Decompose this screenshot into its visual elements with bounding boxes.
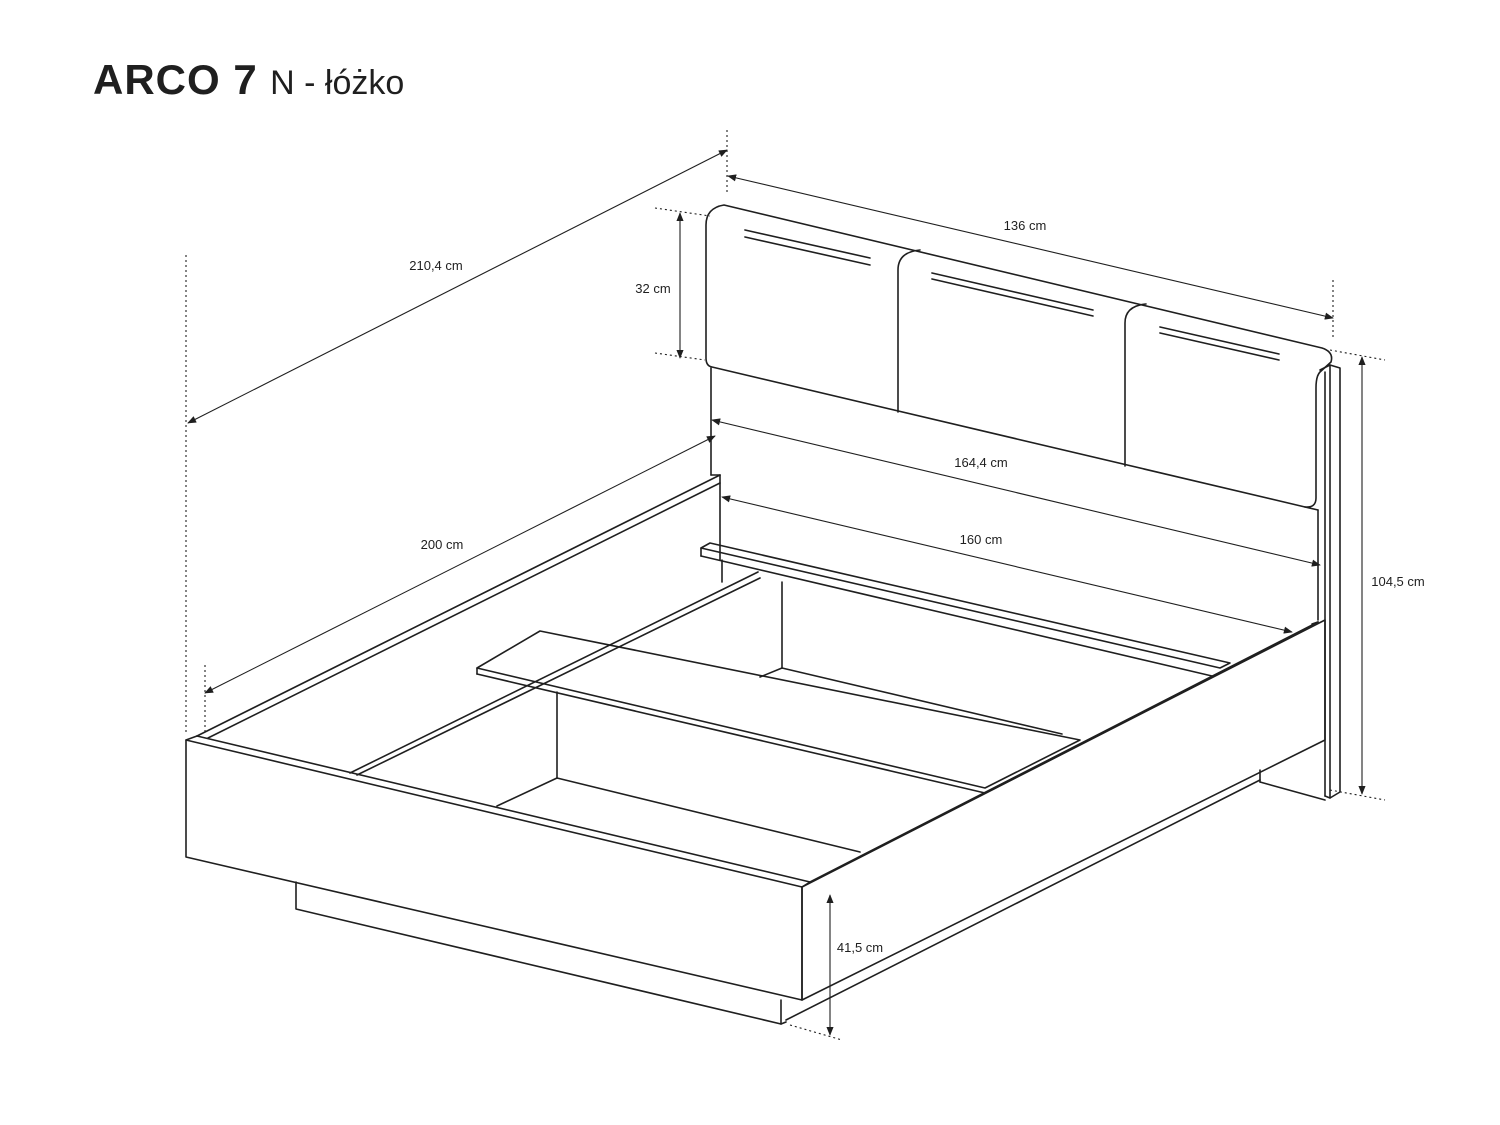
- dim-line-total-length: [187, 149, 728, 424]
- dim-line-total-width: [727, 174, 1334, 320]
- headboard-side-profile: [1259, 364, 1341, 801]
- inner-back-rail: [700, 542, 1231, 677]
- dimension-labels: 210,4 cm 136 cm 32 cm 164,4 cm 200 cm 16…: [402, 216, 1425, 955]
- label-total-width: 136 cm: [1004, 218, 1047, 233]
- extension-lines: [185, 130, 1386, 1041]
- inner-left-rail: [349, 571, 761, 776]
- product-title: ARCO 7 N - łóżko: [93, 56, 404, 100]
- headboard-panel: [710, 367, 1319, 625]
- dim-line-mattress-length: [204, 435, 716, 694]
- frame-front-panel: [185, 735, 811, 1001]
- frame-right-rail: [801, 619, 1326, 1001]
- product-name: ARCO 7: [93, 56, 258, 100]
- label-cushion-height: 32 cm: [635, 281, 670, 296]
- dimension-lines: [185, 130, 1386, 1041]
- label-mattress-width: 160 cm: [960, 532, 1003, 547]
- dim-line-mattress-width: [721, 495, 1293, 634]
- label-frame-height: 41,5 cm: [837, 940, 883, 955]
- label-inner-width-outer: 164,4 cm: [954, 455, 1007, 470]
- label-total-length: 210,4 cm: [409, 258, 462, 273]
- label-mattress-length: 200 cm: [421, 537, 464, 552]
- dim-line-inner-width-outer: [711, 418, 1321, 567]
- frame-left-rail: [196, 474, 721, 739]
- label-total-height: 104,5 cm: [1371, 574, 1424, 589]
- center-beam: [476, 559, 1081, 853]
- frame-plinth: [295, 779, 1261, 1025]
- bed-outline: [185, 204, 1341, 1025]
- product-subtitle: N - łóżko: [270, 64, 405, 100]
- title-area: ARCO 7 N - łóżko: [0, 0, 1500, 100]
- headboard-cushions: [705, 204, 1333, 508]
